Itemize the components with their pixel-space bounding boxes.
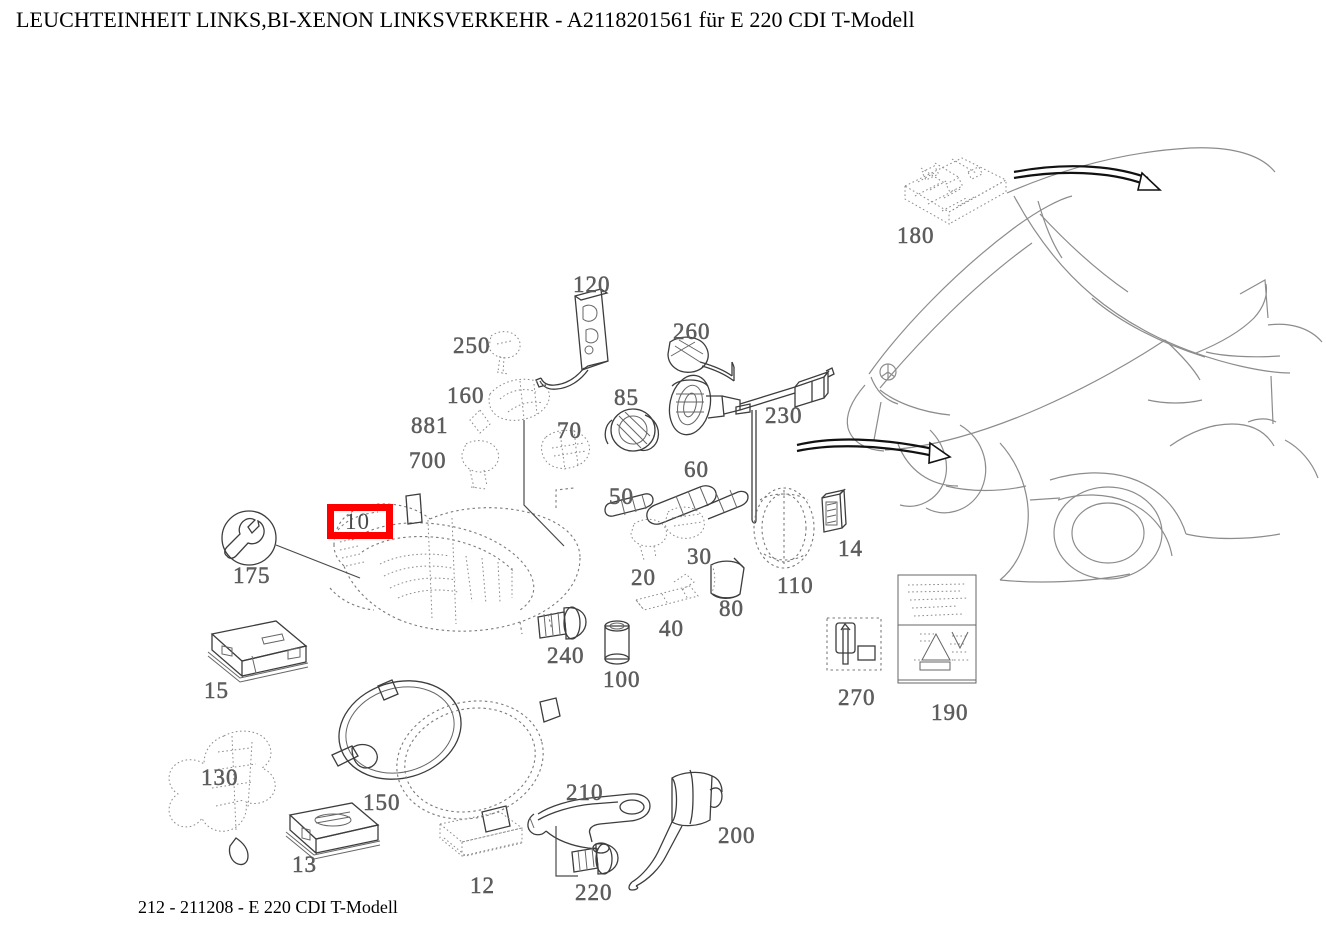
- callout-label-270: 270: [838, 685, 876, 710]
- part-100-sleeve: [604, 620, 630, 665]
- part-80-clip: [710, 557, 745, 600]
- callout-label-700: 700: [409, 448, 447, 473]
- part-13-control-unit: [285, 802, 381, 860]
- highlight-box-callout-10[interactable]: [327, 504, 393, 539]
- callout-label-15: 15: [204, 678, 229, 703]
- arrow-to-vehicle-lower: [796, 438, 952, 465]
- part-bulb-housing: [668, 374, 741, 436]
- part-60-bulb: [646, 485, 749, 525]
- leader-160: [523, 420, 565, 547]
- callout-label-881: 881: [411, 413, 449, 438]
- part-14-sensor: [821, 488, 847, 533]
- part-240-screw: [537, 606, 587, 640]
- part-20-part: [630, 518, 668, 561]
- part-120-bracket: [535, 288, 609, 390]
- callout-label-100: 100: [603, 667, 641, 692]
- callout-label-260: 260: [673, 319, 711, 344]
- part-160-bracket: [488, 378, 550, 421]
- callout-label-14: 14: [838, 536, 863, 561]
- page-footer: 212 - 211208 - E 220 CDI T-Modell: [138, 897, 398, 917]
- callout-label-60: 60: [684, 457, 709, 482]
- callout-label-70: 70: [557, 418, 582, 443]
- callout-label-80: 80: [719, 596, 744, 621]
- part-12-lens: [438, 811, 524, 858]
- part-180-module: [903, 157, 1008, 225]
- note-270-box: [826, 617, 882, 671]
- callout-label-175: 175: [233, 563, 271, 588]
- callout-label-13: 13: [292, 852, 317, 877]
- callout-label-200: 200: [718, 823, 756, 848]
- part-260-connector: [667, 336, 735, 382]
- callout-label-250: 250: [453, 333, 491, 358]
- callout-label-150: 150: [363, 790, 401, 815]
- arrow-to-vehicle-upper: [1013, 165, 1163, 191]
- callout-label-220: 220: [575, 880, 613, 905]
- callout-label-10: 10: [345, 509, 370, 534]
- part-200-bracket: [628, 769, 723, 891]
- part-230-harness: [735, 367, 835, 524]
- callout-label-120: 120: [573, 272, 611, 297]
- note-190-box: [897, 574, 977, 684]
- part-130-bracket: [168, 730, 276, 866]
- page-title: LEUCHTEINHEIT LINKS,BI-XENON LINKSVERKEH…: [16, 7, 915, 32]
- part-110-seal: [753, 487, 815, 569]
- part-70-reflector: [541, 429, 590, 471]
- callout-label-20: 20: [631, 565, 656, 590]
- callout-label-12: 12: [470, 873, 495, 898]
- part-30-part: [664, 506, 705, 539]
- callout-label-40: 40: [659, 616, 684, 641]
- callout-label-210: 210: [566, 780, 604, 805]
- part-881-700: [461, 409, 500, 490]
- callout-label-230: 230: [765, 403, 803, 428]
- callout-label-190: 190: [931, 700, 969, 725]
- callout-label-30: 30: [687, 544, 712, 569]
- part-250-clip: [488, 331, 521, 375]
- callout-label-240: 240: [547, 643, 585, 668]
- callout-label-110: 110: [777, 573, 814, 598]
- part-210-lever: [527, 793, 651, 877]
- callout-label-130: 130: [201, 765, 239, 790]
- part-85-bulb: [604, 408, 660, 452]
- part-40-part: [635, 573, 699, 611]
- part-220-screw: [571, 843, 619, 875]
- part-50-bulb: [604, 493, 654, 517]
- part-150-frame: [331, 679, 561, 833]
- callout-label-50: 50: [609, 484, 634, 509]
- callout-label-85: 85: [614, 385, 639, 410]
- callout-label-180: 180: [897, 223, 935, 248]
- vehicle-outline: [846, 147, 1323, 583]
- part-15-control-unit: [207, 620, 309, 683]
- brand-emblem: [879, 363, 897, 381]
- callout-label-160: 160: [447, 383, 485, 408]
- wrench-icon-175: [221, 510, 361, 579]
